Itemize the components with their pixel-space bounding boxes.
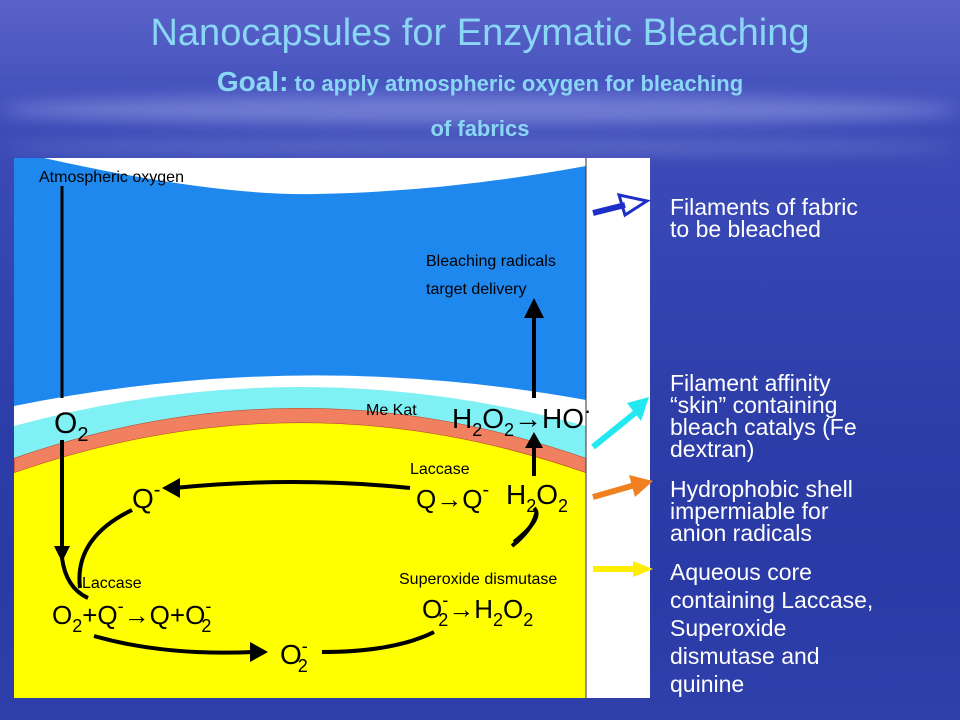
oxygen-arrow-head	[54, 546, 70, 562]
sod-link-path	[510, 513, 538, 548]
legend-fabric-line2: to be bleached	[670, 216, 821, 242]
background-streak	[0, 140, 960, 154]
slide-title: Nanocapsules for Enzymatic Bleaching	[150, 12, 810, 54]
o2-minus-label: O-2	[280, 636, 308, 676]
background-streak	[0, 95, 960, 125]
q-return-arrow-head	[162, 478, 180, 498]
legend-skin-line3: bleach catalys (Fe	[670, 414, 857, 440]
target-delivery-label: target delivery	[426, 281, 527, 298]
h2o2-label: H2O2	[506, 479, 568, 516]
goal-text: to apply atmospheric oxygen for bleachin…	[288, 71, 744, 96]
reaction-sod-label: O-2→H2O2	[422, 590, 533, 630]
bleaching-radicals-label: Bleaching radicals	[426, 253, 556, 270]
legend-skin-line4: dextran)	[670, 436, 755, 462]
goal-line-2: of fabrics	[430, 116, 530, 141]
legend-core-line1: Aqueous core	[670, 559, 812, 585]
laccase-bottom-label: Laccase	[82, 575, 142, 592]
legend-skin-line1: Filament affinity	[670, 370, 831, 396]
o2-minus-out-path	[321, 630, 435, 654]
delivery-arrow-head	[524, 298, 544, 318]
goal-line: Goal: to apply atmospheric oxygen for bl…	[0, 66, 960, 98]
q-down-path	[77, 508, 133, 589]
q-q-label: Q→Q-	[416, 479, 489, 514]
legend-shell-line1: Hydrophobic shell	[670, 476, 853, 502]
shell-legend-arrow	[592, 475, 653, 500]
legend-skin: Filament affinity “skin” containing blea…	[670, 370, 857, 462]
h2o2-arrow-head	[525, 432, 543, 448]
legend-core-line4: dismutase and	[670, 643, 820, 669]
q-return-path	[173, 480, 411, 490]
legend-core-line3: Superoxide	[670, 615, 787, 641]
legend-arrows	[591, 193, 653, 577]
fabric-legend-arrow	[592, 193, 651, 218]
core-fill	[14, 423, 586, 698]
fabric-top-gap	[44, 158, 586, 195]
legend-shell-line3: anion radicals	[670, 520, 812, 546]
skin-legend-arrow	[591, 397, 649, 450]
legend-shell: Hydrophobic shell impermiable for anion …	[670, 476, 853, 546]
legend-skin-line2: “skin” containing	[670, 392, 838, 418]
legend-core: Aqueous core containing Laccase, Superox…	[670, 558, 873, 698]
o2-minus-in-path	[93, 634, 255, 655]
affinity-skin	[14, 387, 586, 458]
core-legend-arrow	[593, 561, 653, 577]
laccase-top-label: Laccase	[410, 461, 470, 478]
me-kat-label: Me Kat	[366, 402, 417, 419]
legend-core-line2: containing Laccase,	[670, 587, 874, 613]
legend-core-line5: quinine	[670, 671, 745, 697]
atmospheric-oxygen-label: Atmospheric oxygen	[39, 169, 184, 186]
h2o2-ho-label: H2O2→HO·	[452, 398, 591, 440]
legend-shell-line2: impermiable for	[670, 498, 829, 524]
fabric-filaments	[14, 158, 586, 406]
o2-minus-in-arrow-head	[250, 642, 268, 662]
nanocapsule-diagram: Atmospheric oxygen O2 Bleaching radicals…	[14, 158, 650, 698]
goal-prefix: Goal:	[216, 66, 289, 97]
legend-fabric: Filaments of fabric to be bleached	[670, 194, 858, 242]
legend-fabric-line1: Filaments of fabric	[670, 194, 858, 220]
superoxide-dismutase-label: Superoxide dismutase	[399, 571, 557, 588]
